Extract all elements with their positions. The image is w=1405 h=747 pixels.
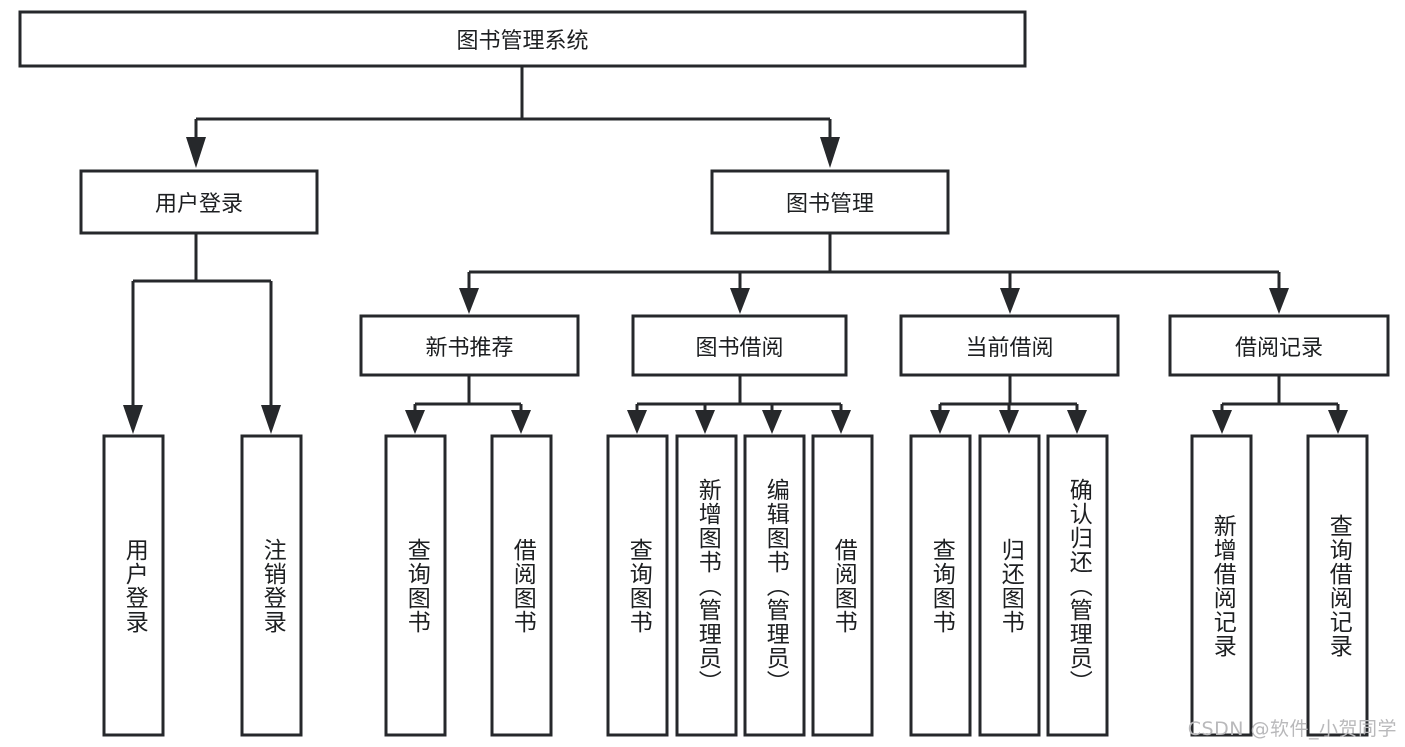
- node-box-user-login[interactable]: [79, 169, 319, 235]
- arrow-head-book-borrow: [730, 288, 750, 314]
- node-box-borrow-record[interactable]: [1168, 314, 1390, 377]
- arrow-head-nb-leaf-1: [405, 410, 425, 434]
- node-box-leaf-cb-confirm-return[interactable]: [1046, 434, 1109, 737]
- node-box-leaf-bb-query-book[interactable]: [606, 434, 669, 737]
- node-box-leaf-nb-borrow-book[interactable]: [490, 434, 553, 737]
- arrow-head-bb-leaf-1: [627, 410, 647, 434]
- arrow-head-bb-leaf-2: [695, 410, 715, 434]
- arrow-head-cb-leaf-3: [1067, 410, 1087, 434]
- node-box-leaf-nb-query-book[interactable]: [384, 434, 447, 737]
- arrow-head-br-leaf-2: [1328, 410, 1348, 434]
- node-box-current-borrow[interactable]: [899, 314, 1120, 377]
- arrow-head-bb-leaf-3: [762, 410, 782, 434]
- arrow-head-bb-leaf-4: [831, 410, 851, 434]
- connector-group-user-login-to-leaves: [123, 233, 281, 434]
- connector-group-borrow-record-to-leaves: [1212, 375, 1348, 434]
- csdn-watermark: CSDN @软件_小贺同学: [1187, 718, 1397, 740]
- node-box-leaf-bb-add-book[interactable]: [675, 434, 738, 737]
- connector-group-new-book-to-leaves: [405, 375, 531, 434]
- node-box-book-manage[interactable]: [710, 169, 950, 235]
- connector-group-book-borrow-to-leaves: [627, 375, 851, 434]
- arrow-head-cb-leaf-2: [999, 410, 1019, 434]
- node-box-leaf-bb-borrow-book[interactable]: [811, 434, 874, 737]
- node-box-leaf-br-query-record[interactable]: [1306, 434, 1369, 737]
- arrow-head-current-borrow: [1000, 288, 1020, 314]
- node-box-root[interactable]: [18, 10, 1027, 68]
- node-box-leaf-cb-query-book[interactable]: [909, 434, 972, 737]
- node-box-new-book-recommend[interactable]: [359, 314, 580, 377]
- arrow-head-br-leaf-1: [1212, 410, 1232, 434]
- arrow-head-nb-leaf-2: [511, 410, 531, 434]
- arrow-head-book-manage: [820, 137, 840, 168]
- arrow-head-user-login: [186, 137, 206, 168]
- connector-group-book-manage-to-level3: [459, 233, 1289, 314]
- arrow-head-leaf-logout: [261, 405, 281, 434]
- node-box-leaf-br-add-record[interactable]: [1190, 434, 1253, 737]
- node-box-leaf-logout[interactable]: [240, 434, 303, 737]
- arrow-head-cb-leaf-1: [930, 410, 950, 434]
- node-box-leaf-cb-return-book[interactable]: [978, 434, 1041, 737]
- arrow-head-leaf-user-login: [123, 405, 143, 434]
- node-box-leaf-bb-edit-book[interactable]: [743, 434, 806, 737]
- node-box-book-borrow[interactable]: [631, 314, 848, 377]
- connector-group-root-to-level2: [186, 65, 840, 168]
- arrow-head-new-book: [459, 288, 479, 314]
- connector-group-current-borrow-to-leaves: [930, 375, 1087, 434]
- node-box-leaf-user-login[interactable]: [102, 434, 165, 737]
- arrow-head-borrow-record: [1269, 288, 1289, 314]
